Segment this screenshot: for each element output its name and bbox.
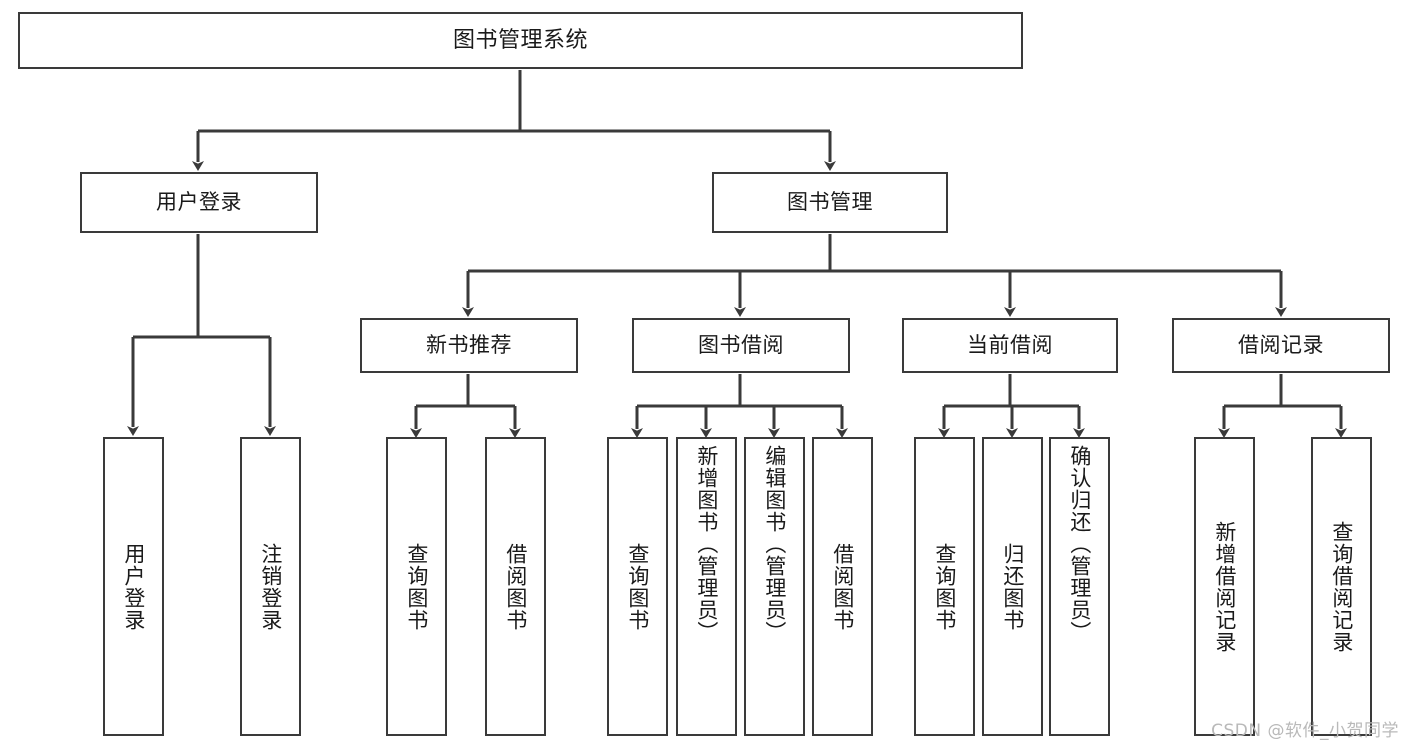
node-book-borrow[interactable]: 图书借阅 <box>632 318 850 373</box>
csdn-watermark: CSDN @软件_小贺同学 <box>1211 721 1399 741</box>
node-label: 借阅图书 <box>830 542 855 631</box>
node-borrow-record[interactable]: 借阅记录 <box>1172 318 1390 373</box>
leaf-book-borrow-query-books[interactable]: 查询图书 <box>607 437 668 736</box>
node-label: 借阅记录 <box>1238 332 1324 357</box>
node-user-login[interactable]: 用户登录 <box>80 172 318 233</box>
leaf-user-login-logout[interactable]: 注销登录 <box>240 437 301 736</box>
node-label: 查询图书 <box>625 542 650 631</box>
node-label: 新增图书（管理员） <box>694 445 719 643</box>
leaf-book-borrow-borrow-books[interactable]: 借阅图书 <box>812 437 873 736</box>
node-label: 用户登录 <box>121 542 146 631</box>
node-label: 查询图书 <box>404 542 429 631</box>
leaf-borrow-record-add-record[interactable]: 新增借阅记录 <box>1194 437 1255 736</box>
node-label: 确认归还（管理员） <box>1067 445 1092 643</box>
node-label: 归还图书 <box>1000 542 1025 631</box>
node-label: 新书推荐 <box>426 332 512 357</box>
node-label: 查询图书 <box>932 542 957 631</box>
leaf-current-borrow-confirm-return-admin[interactable]: 确认归还（管理员） <box>1049 437 1110 736</box>
leaf-new-book-query-books[interactable]: 查询图书 <box>386 437 447 736</box>
node-label: 用户登录 <box>156 189 242 214</box>
node-root-book-management-system[interactable]: 图书管理系统 <box>18 12 1023 69</box>
node-label: 注销登录 <box>258 542 283 631</box>
node-label: 图书管理 <box>787 189 873 214</box>
node-label: 查询借阅记录 <box>1329 520 1354 653</box>
leaf-current-borrow-query-books[interactable]: 查询图书 <box>914 437 975 736</box>
node-label: 当前借阅 <box>967 332 1053 357</box>
leaf-book-borrow-add-book-admin[interactable]: 新增图书（管理员） <box>676 437 737 736</box>
node-current-borrow[interactable]: 当前借阅 <box>902 318 1118 373</box>
node-book-management[interactable]: 图书管理 <box>712 172 948 233</box>
leaf-current-borrow-return-books[interactable]: 归还图书 <box>982 437 1043 736</box>
node-label: 图书管理系统 <box>452 27 588 53</box>
node-new-book-recommend[interactable]: 新书推荐 <box>360 318 578 373</box>
leaf-borrow-record-query-record[interactable]: 查询借阅记录 <box>1311 437 1372 736</box>
node-label: 借阅图书 <box>503 542 528 631</box>
leaf-new-book-borrow-books[interactable]: 借阅图书 <box>485 437 546 736</box>
node-label: 图书借阅 <box>698 332 784 357</box>
node-label: 编辑图书（管理员） <box>762 445 787 643</box>
leaf-book-borrow-edit-book-admin[interactable]: 编辑图书（管理员） <box>744 437 805 736</box>
leaf-user-login-login[interactable]: 用户登录 <box>103 437 164 736</box>
node-label: 新增借阅记录 <box>1212 520 1237 653</box>
